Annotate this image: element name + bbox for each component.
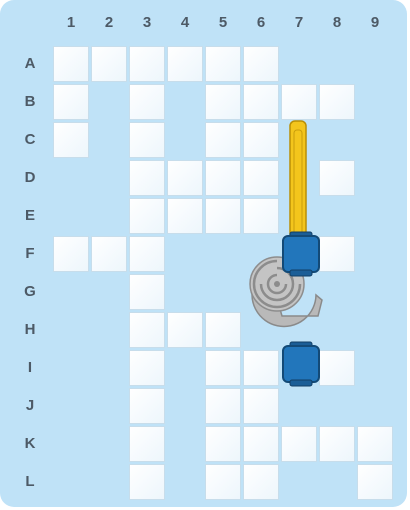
yellow-bar-piece[interactable] — [290, 121, 306, 247]
blue-block-piece-f7[interactable] — [283, 232, 319, 276]
blue-block-piece-i7[interactable] — [283, 342, 319, 386]
